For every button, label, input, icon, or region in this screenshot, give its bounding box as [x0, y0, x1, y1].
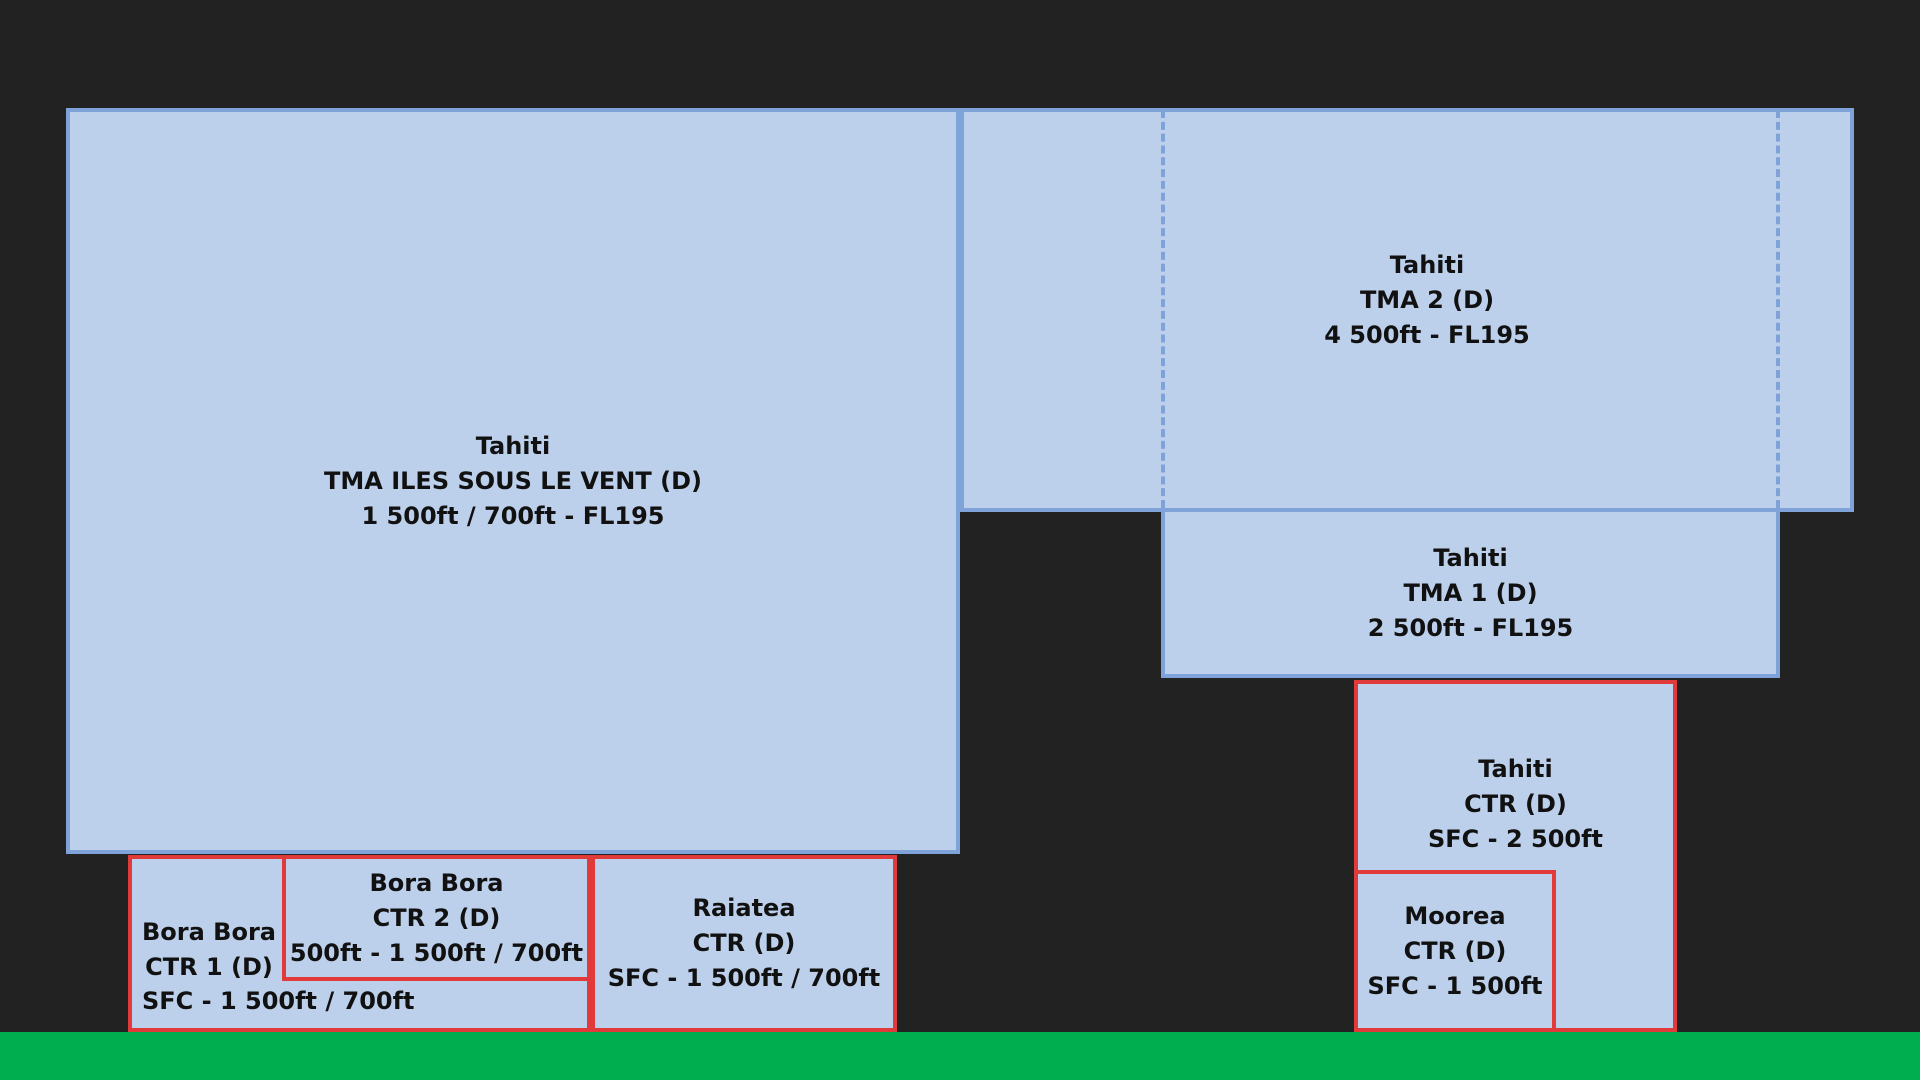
zone-label: Moorea CTR (D) SFC - 1 500ft	[1367, 899, 1542, 1004]
zone-class: CTR 2 (D)	[372, 903, 501, 932]
zone-class: CTR (D)	[1403, 936, 1507, 965]
zone-name: Tahiti	[1433, 543, 1508, 572]
tma1-lateral-limit-right	[1776, 110, 1780, 508]
zone-name: Moorea	[1404, 901, 1506, 930]
zone-class: TMA 2 (D)	[1359, 285, 1495, 314]
ctr-bora-bora-2: Bora Bora CTR 2 (D) 500ft - 1 500ft / 70…	[282, 855, 591, 981]
ctr-raiatea: Raiatea CTR (D) SFC - 1 500ft / 700ft	[591, 855, 897, 1032]
zone-name: Raiatea	[692, 894, 796, 922]
zone-name: Tahiti	[1478, 755, 1553, 783]
zone-class: TMA 1 (D)	[1403, 578, 1538, 607]
tma-2: Tahiti TMA 2 (D) 4 500ft - FL195	[960, 108, 1854, 512]
zone-class: CTR (D)	[692, 929, 796, 957]
zone-altitude: SFC - 1 500ft / 700ft	[142, 987, 415, 1015]
zone-class: CTR 1 (D)	[145, 953, 273, 981]
zone-name: Bora Bora	[369, 868, 504, 897]
ground-surface	[0, 1032, 1920, 1080]
zone-label: Bora Bora CTR 2 (D) 500ft - 1 500ft / 70…	[290, 866, 583, 971]
zone-altitude: 1 500ft / 700ft - FL195	[361, 501, 665, 530]
zone-label: Tahiti TMA ILES SOUS LE VENT (D) 1 500ft…	[324, 429, 702, 534]
zone-name: Bora Bora	[142, 918, 276, 946]
zone-altitude: 4 500ft - FL195	[1324, 320, 1530, 349]
zone-label: Tahiti TMA 1 (D) 2 500ft - FL195	[1368, 541, 1574, 646]
zone-altitude: SFC - 1 500ft / 700ft	[607, 964, 881, 992]
zone-label: Bora Bora CTR 1 (D)	[140, 915, 278, 985]
tma-1: Tahiti TMA 1 (D) 2 500ft - FL195	[1161, 508, 1780, 678]
zone-altitude: 500ft - 1 500ft / 700ft	[289, 938, 584, 967]
zone-label: Tahiti CTR (D) SFC - 2 500ft	[1428, 752, 1603, 857]
zone-name: Tahiti	[1389, 250, 1465, 279]
zone-class: TMA ILES SOUS LE VENT (D)	[324, 466, 702, 495]
zone-altitude: SFC - 1 500ft	[1367, 971, 1543, 1000]
zone-altitude: 2 500ft - FL195	[1367, 613, 1574, 642]
zone-class: CTR (D)	[1464, 790, 1567, 818]
zone-altitude: SFC - 2 500ft	[1427, 825, 1604, 853]
ctr-moorea: Moorea CTR (D) SFC - 1 500ft	[1354, 870, 1556, 1032]
tma-iles-sous-le-vent: Tahiti TMA ILES SOUS LE VENT (D) 1 500ft…	[66, 108, 960, 854]
zone-label: Tahiti TMA 2 (D) 4 500ft - FL195	[1324, 248, 1530, 353]
zone-label: Raiatea CTR (D) SFC - 1 500ft / 700ft	[608, 891, 881, 996]
tma1-lateral-limit-left	[1161, 110, 1165, 508]
zone-name: Tahiti	[475, 431, 551, 460]
